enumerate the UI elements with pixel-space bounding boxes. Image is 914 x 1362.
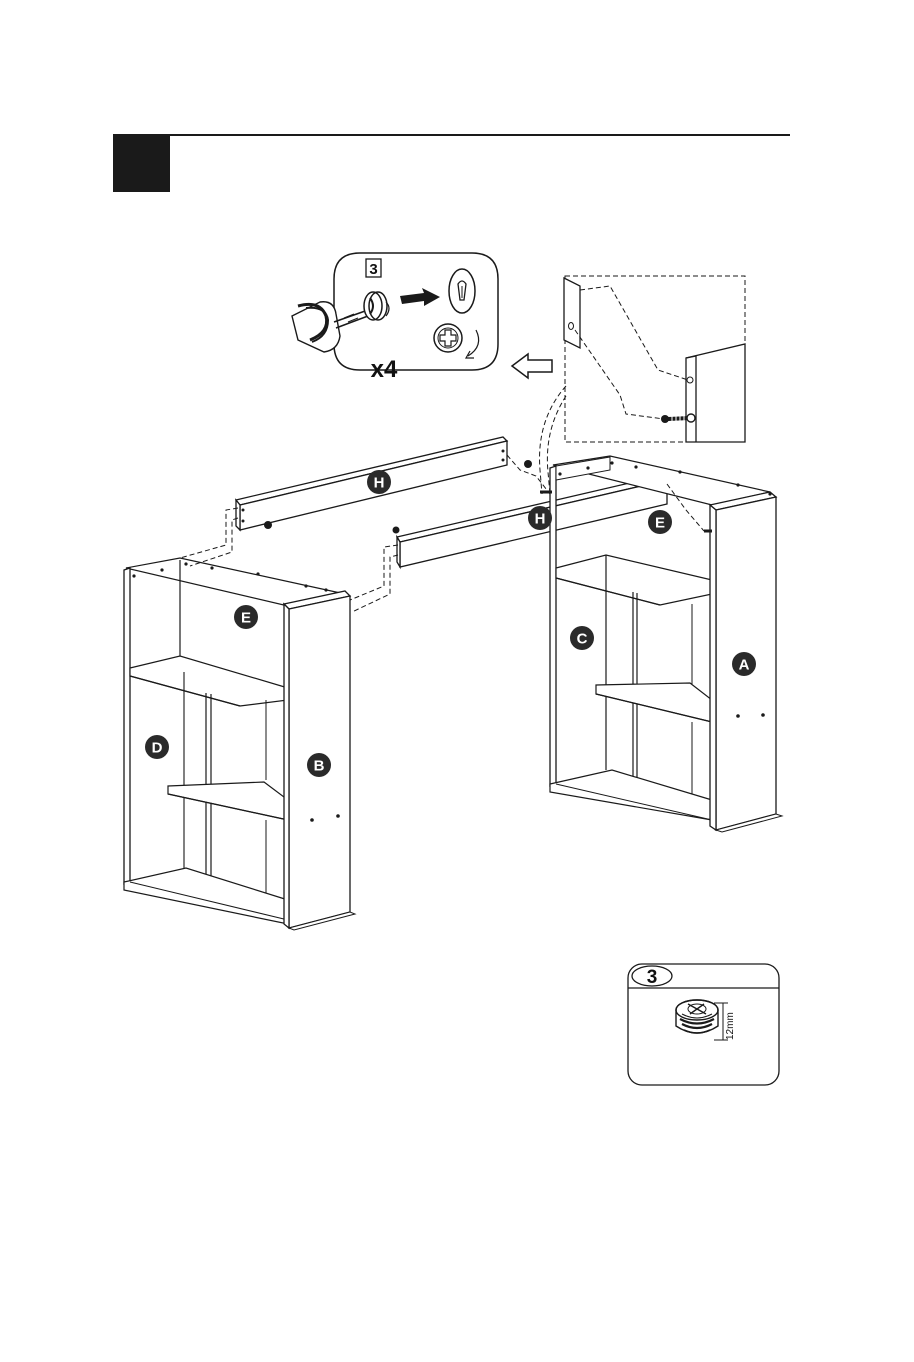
svg-text:H: H [535,511,546,528]
part-badge-c: C [570,626,594,650]
svg-text:B: B [314,758,325,775]
svg-text:C: C [577,631,588,648]
cam-lock-icon [676,1000,718,1033]
legend-part-number: 3 [647,967,658,988]
svg-text:A: A [739,657,750,674]
arrow-left-icon [512,354,552,378]
callout-quantity: x4 [371,356,398,383]
part-badge-e-right: E [648,510,672,534]
part-badge-e-left: E [234,605,258,629]
cam-lock-detail-callout: 3 x4 [292,253,498,383]
svg-text:E: E [655,515,665,532]
part-badge-h-front: H [528,506,552,530]
part-badge-h-back: H [367,470,391,494]
part-badge-d: D [145,735,169,759]
svg-text:D: D [152,740,163,757]
hardware-legend: 3 12mm [628,964,779,1085]
legend-dimension: 12mm [725,1012,736,1040]
callout-part-ref: 3 [369,261,377,278]
part-badge-a: A [732,652,756,676]
cam-slot-icon [449,269,475,313]
svg-text:H: H [374,475,385,492]
svg-text:E: E [241,610,251,627]
part-badge-b: B [307,753,331,777]
step-number-block [113,136,170,192]
zoom-detail-box [540,276,745,494]
